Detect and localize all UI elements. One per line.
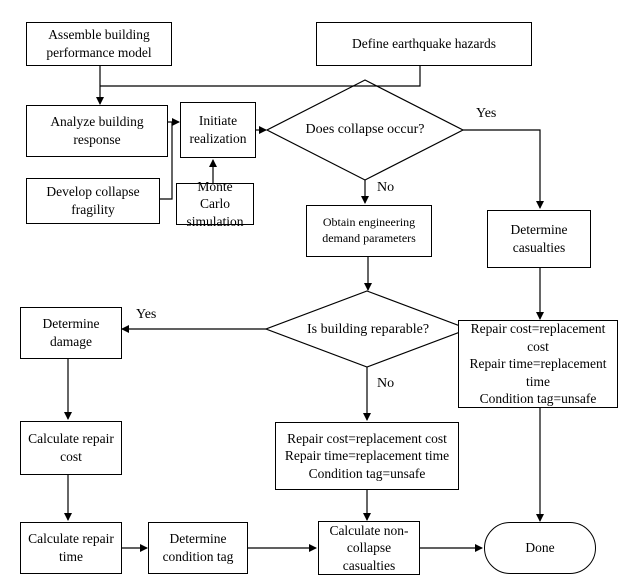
determine-condition-box: Determine condition tag — [148, 522, 248, 574]
casualties-line2: casualties — [512, 240, 566, 255]
define-hazards-label: Define earthquake hazards — [352, 36, 496, 52]
yes-label-reparable: Yes — [136, 307, 157, 322]
monte-line2: simulation — [186, 213, 244, 229]
analyze-response-box: Analyze building response — [26, 105, 168, 157]
edp-line2: demand parameters — [322, 231, 416, 245]
initiate-line1: Initiate — [198, 113, 238, 129]
irreparable-result-box: Repair cost=replacement cost Repair time… — [275, 422, 459, 490]
noncollapse-line1: Calculate non- — [329, 522, 409, 538]
condition-line1: Determine — [169, 531, 227, 547]
reparable-question: Is building reparable? — [286, 318, 450, 342]
analyze-line2: response — [73, 132, 121, 147]
define-hazards-box: Define earthquake hazards — [316, 22, 532, 66]
collapse-result-box: Repair cost=replacement cost Repair time… — [458, 320, 618, 408]
no-label-collapse: No — [377, 180, 395, 195]
analyze-line1: Analyze building — [50, 114, 144, 130]
collapse-result-line4: time — [526, 373, 550, 389]
determine-casualties-box: Determine casualties — [487, 210, 591, 268]
collapse-question-label: Does collapse occur? — [305, 121, 425, 137]
develop-fragility-box: Develop collapse fragility — [26, 178, 160, 224]
edp-box: Obtain engineering demand parameters — [306, 205, 432, 257]
collapse-result-line1: Repair cost=replacement — [470, 321, 606, 337]
casualties-line1: Determine — [510, 222, 568, 238]
monte-carlo-box: Monte Carlo simulation — [176, 179, 254, 229]
collapse-result-line3: Repair time=replacement — [469, 356, 607, 372]
collapse-result-line5: Condition tag=unsafe — [479, 391, 597, 407]
irreparable-line1: Repair cost=replacement cost — [287, 430, 447, 446]
assemble-line1: Assemble building — [48, 27, 150, 43]
damage-line1: Determine — [42, 316, 100, 332]
done-terminal: Done — [484, 522, 596, 574]
monte-line1: Monte Carlo — [197, 178, 233, 212]
edp-line1: Obtain engineering — [322, 215, 416, 230]
determine-damage-box: Determine damage — [20, 307, 122, 359]
damage-line2: damage — [50, 334, 92, 349]
reparable-question-label: Is building reparable? — [306, 321, 430, 337]
done-label: Done — [525, 540, 555, 556]
yes-label-collapse: Yes — [476, 106, 497, 121]
noncollapse-line2: collapse — [346, 540, 392, 556]
repair-cost-line2: cost — [60, 449, 82, 464]
collapse-question: Does collapse occur? — [280, 118, 450, 142]
calculate-repair-cost-box: Calculate repair cost — [20, 421, 122, 475]
assemble-line2: performance model — [46, 45, 152, 60]
repair-time-line2: time — [59, 549, 83, 564]
no-label-reparable: No — [377, 376, 395, 391]
repair-cost-line1: Calculate repair — [28, 431, 114, 447]
condition-line2: condition tag — [162, 549, 234, 564]
collapse-result-line2: cost — [527, 338, 549, 354]
assemble-model-box: Assemble building performance model — [26, 22, 172, 66]
repair-time-line1: Calculate repair — [28, 531, 114, 547]
noncollapse-casualties-box: Calculate non- collapse casualties — [318, 521, 420, 575]
initiate-line2: realization — [189, 131, 247, 146]
develop-line1: Develop collapse — [46, 184, 140, 200]
irreparable-line2: Repair time=replacement time — [284, 448, 450, 464]
calculate-repair-time-box: Calculate repair time — [20, 522, 122, 574]
noncollapse-line3: casualties — [342, 557, 396, 573]
initiate-realization-box: Initiate realization — [180, 102, 256, 158]
develop-line2: fragility — [71, 202, 115, 217]
irreparable-line3: Condition tag=unsafe — [308, 465, 426, 481]
